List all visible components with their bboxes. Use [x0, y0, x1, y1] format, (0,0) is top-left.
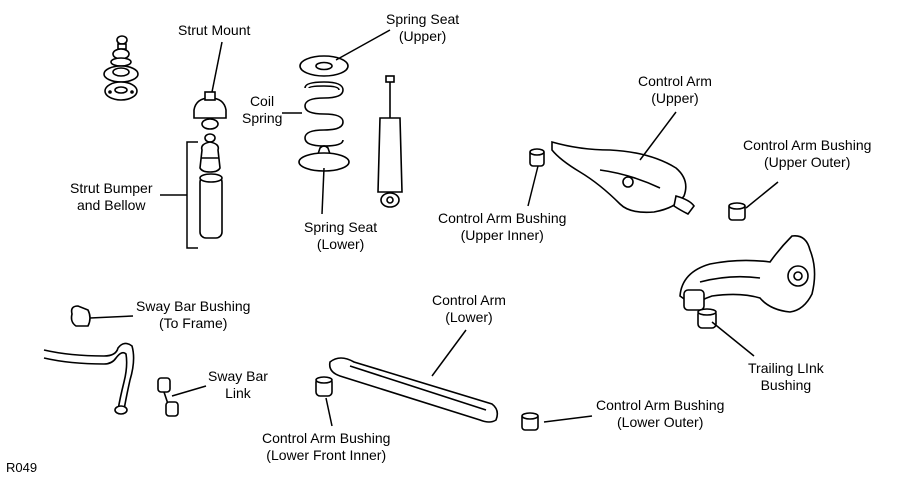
label-control-arm-lower-line1: Control Arm — [432, 292, 506, 308]
sway-bar-bushing-drawing — [70, 305, 91, 327]
label-control-arm-bushing-upper-outer: Control Arm Bushing (Upper Outer) — [743, 137, 871, 171]
label-spring-seat-upper-line1: Spring Seat — [386, 11, 460, 27]
label-coil-spring-line1: Coil — [249, 93, 275, 109]
label-control-arm-lower: Control Arm (Lower) — [432, 292, 506, 326]
strut-bumper-bellow-drawing — [160, 141, 223, 249]
label-coil-spring: Coil Spring — [242, 93, 282, 127]
bushing-lower-outer-drawing — [521, 412, 539, 431]
trailing-link-drawing — [679, 234, 816, 329]
label-control-arm-upper-line2: (Upper) — [651, 90, 699, 106]
sway-bar-link-drawing — [157, 377, 179, 417]
label-strut-bumper: Strut Bumper and Bellow — [70, 180, 152, 214]
label-cab-lower-outer-line1: Control Arm Bushing — [596, 397, 725, 413]
label-sway-bar-link-line1: Sway Bar — [208, 368, 268, 384]
control-arm-lower-drawing — [315, 357, 499, 423]
label-cab-upper-inner-line2: (Upper Inner) — [460, 227, 544, 243]
label-cab-upper-outer-line1: Control Arm Bushing — [743, 137, 872, 153]
reference-code: R049 — [6, 460, 38, 475]
label-strut-mount-line1: Strut Mount — [178, 22, 251, 38]
label-sway-bar-link-line2: Link — [225, 385, 251, 401]
label-spring-seat-lower-line1: Spring Seat — [304, 219, 378, 235]
label-trailing-link-bushing: Trailing LInk Bushing — [748, 360, 824, 394]
label-spring-seat-lower-line2: (Lower) — [316, 236, 365, 252]
label-control-arm-bushing-lower-outer: Control Arm Bushing (Lower Outer) — [596, 397, 724, 431]
strut-mount-assembly-drawing — [103, 35, 139, 101]
label-spring-seat-upper-line2: (Upper) — [398, 28, 447, 44]
bushing-upper-outer-drawing — [728, 202, 746, 221]
shock-absorber-drawing — [377, 75, 403, 208]
label-spring-seat-upper: Spring Seat (Upper) — [386, 11, 459, 45]
label-cab-lower-outer-line2: (Lower Outer) — [617, 414, 704, 430]
label-cab-upper-outer-line2: (Upper Outer) — [764, 154, 851, 170]
label-strut-mount: Strut Mount — [178, 22, 250, 39]
label-control-arm-bushing-upper-inner: Control Arm Bushing (Upper Inner) — [438, 210, 566, 244]
leader-lines — [89, 29, 779, 427]
label-control-arm-upper: Control Arm (Upper) — [638, 73, 712, 107]
label-strut-bumper-line1: Strut Bumper — [70, 180, 153, 196]
label-control-arm-upper-line1: Control Arm — [638, 73, 712, 89]
label-cab-lower-front-inner-line2: (Lower Front Inner) — [266, 447, 387, 463]
label-control-arm-lower-line2: (Lower) — [445, 309, 493, 325]
label-cab-upper-inner-line1: Control Arm Bushing — [438, 210, 567, 226]
label-spring-seat-lower: Spring Seat (Lower) — [304, 219, 377, 253]
control-arm-upper-drawing — [529, 140, 695, 216]
label-strut-bumper-line2: and Bellow — [76, 197, 146, 213]
coil-spring-assembly-drawing — [298, 55, 350, 172]
label-sway-bar-bushing-line2: (To Frame) — [158, 315, 228, 331]
label-sway-bar-bushing-line1: Sway Bar Bushing — [136, 298, 251, 314]
label-sway-bar-bushing: Sway Bar Bushing (To Frame) — [136, 298, 250, 332]
strut-mount-drawing — [193, 91, 227, 143]
label-coil-spring-line2: Spring — [242, 110, 283, 126]
label-cab-lower-front-inner-line1: Control Arm Bushing — [262, 430, 391, 446]
label-trailing-link-bushing-line2: Bushing — [760, 377, 812, 393]
label-trailing-link-bushing-line1: Trailing LInk — [748, 360, 824, 376]
label-sway-bar-link: Sway Bar Link — [208, 368, 268, 402]
sway-bar-drawing — [43, 342, 135, 415]
label-control-arm-bushing-lower-front-inner: Control Arm Bushing (Lower Front Inner) — [262, 430, 390, 464]
